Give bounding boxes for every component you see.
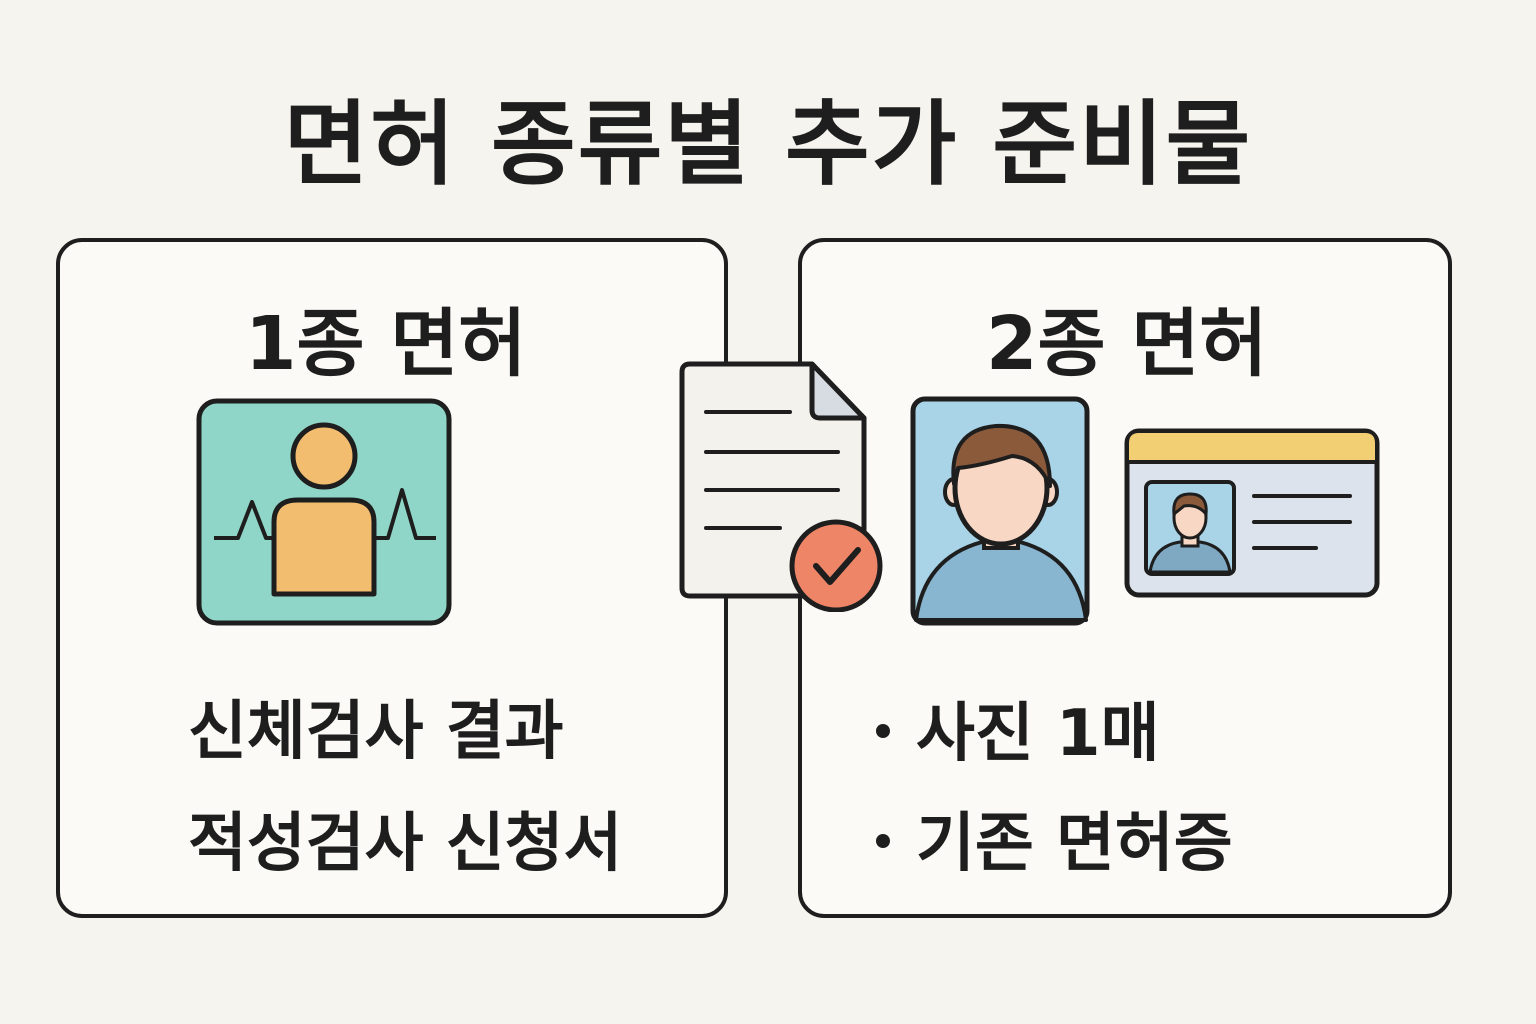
bullet-icon — [876, 834, 890, 849]
class2-item-existing-license: 기존 면허증 — [876, 792, 1233, 884]
class2-item-photo: 사진 1매 — [876, 682, 1159, 774]
page-title: 면허 종류별 추가 준비물 — [283, 91, 1253, 198]
class1-title: 1종 면허 — [245, 301, 527, 387]
class1-license-panel: 1종 면허 신체검사 결과 적성검사 신청서 — [56, 238, 728, 918]
bullet-icon — [876, 724, 890, 739]
license-card-icon — [1124, 428, 1380, 598]
class2-item-existing-license-label: 기존 면허증 — [916, 807, 1233, 881]
class1-item-physical-exam: 신체검사 결과 — [188, 695, 564, 769]
document-check-icon — [679, 361, 883, 612]
class1-item-aptitude-form: 적성검사 신청서 — [188, 807, 623, 881]
class2-title: 2종 면허 — [986, 301, 1268, 387]
class2-item-photo-label: 사진 1매 — [916, 697, 1160, 771]
class2-license-panel: 2종 면허 사진 1매 기존 면허증 — [798, 238, 1452, 918]
portrait-photo-icon — [910, 396, 1090, 626]
health-checkup-icon — [196, 398, 452, 626]
